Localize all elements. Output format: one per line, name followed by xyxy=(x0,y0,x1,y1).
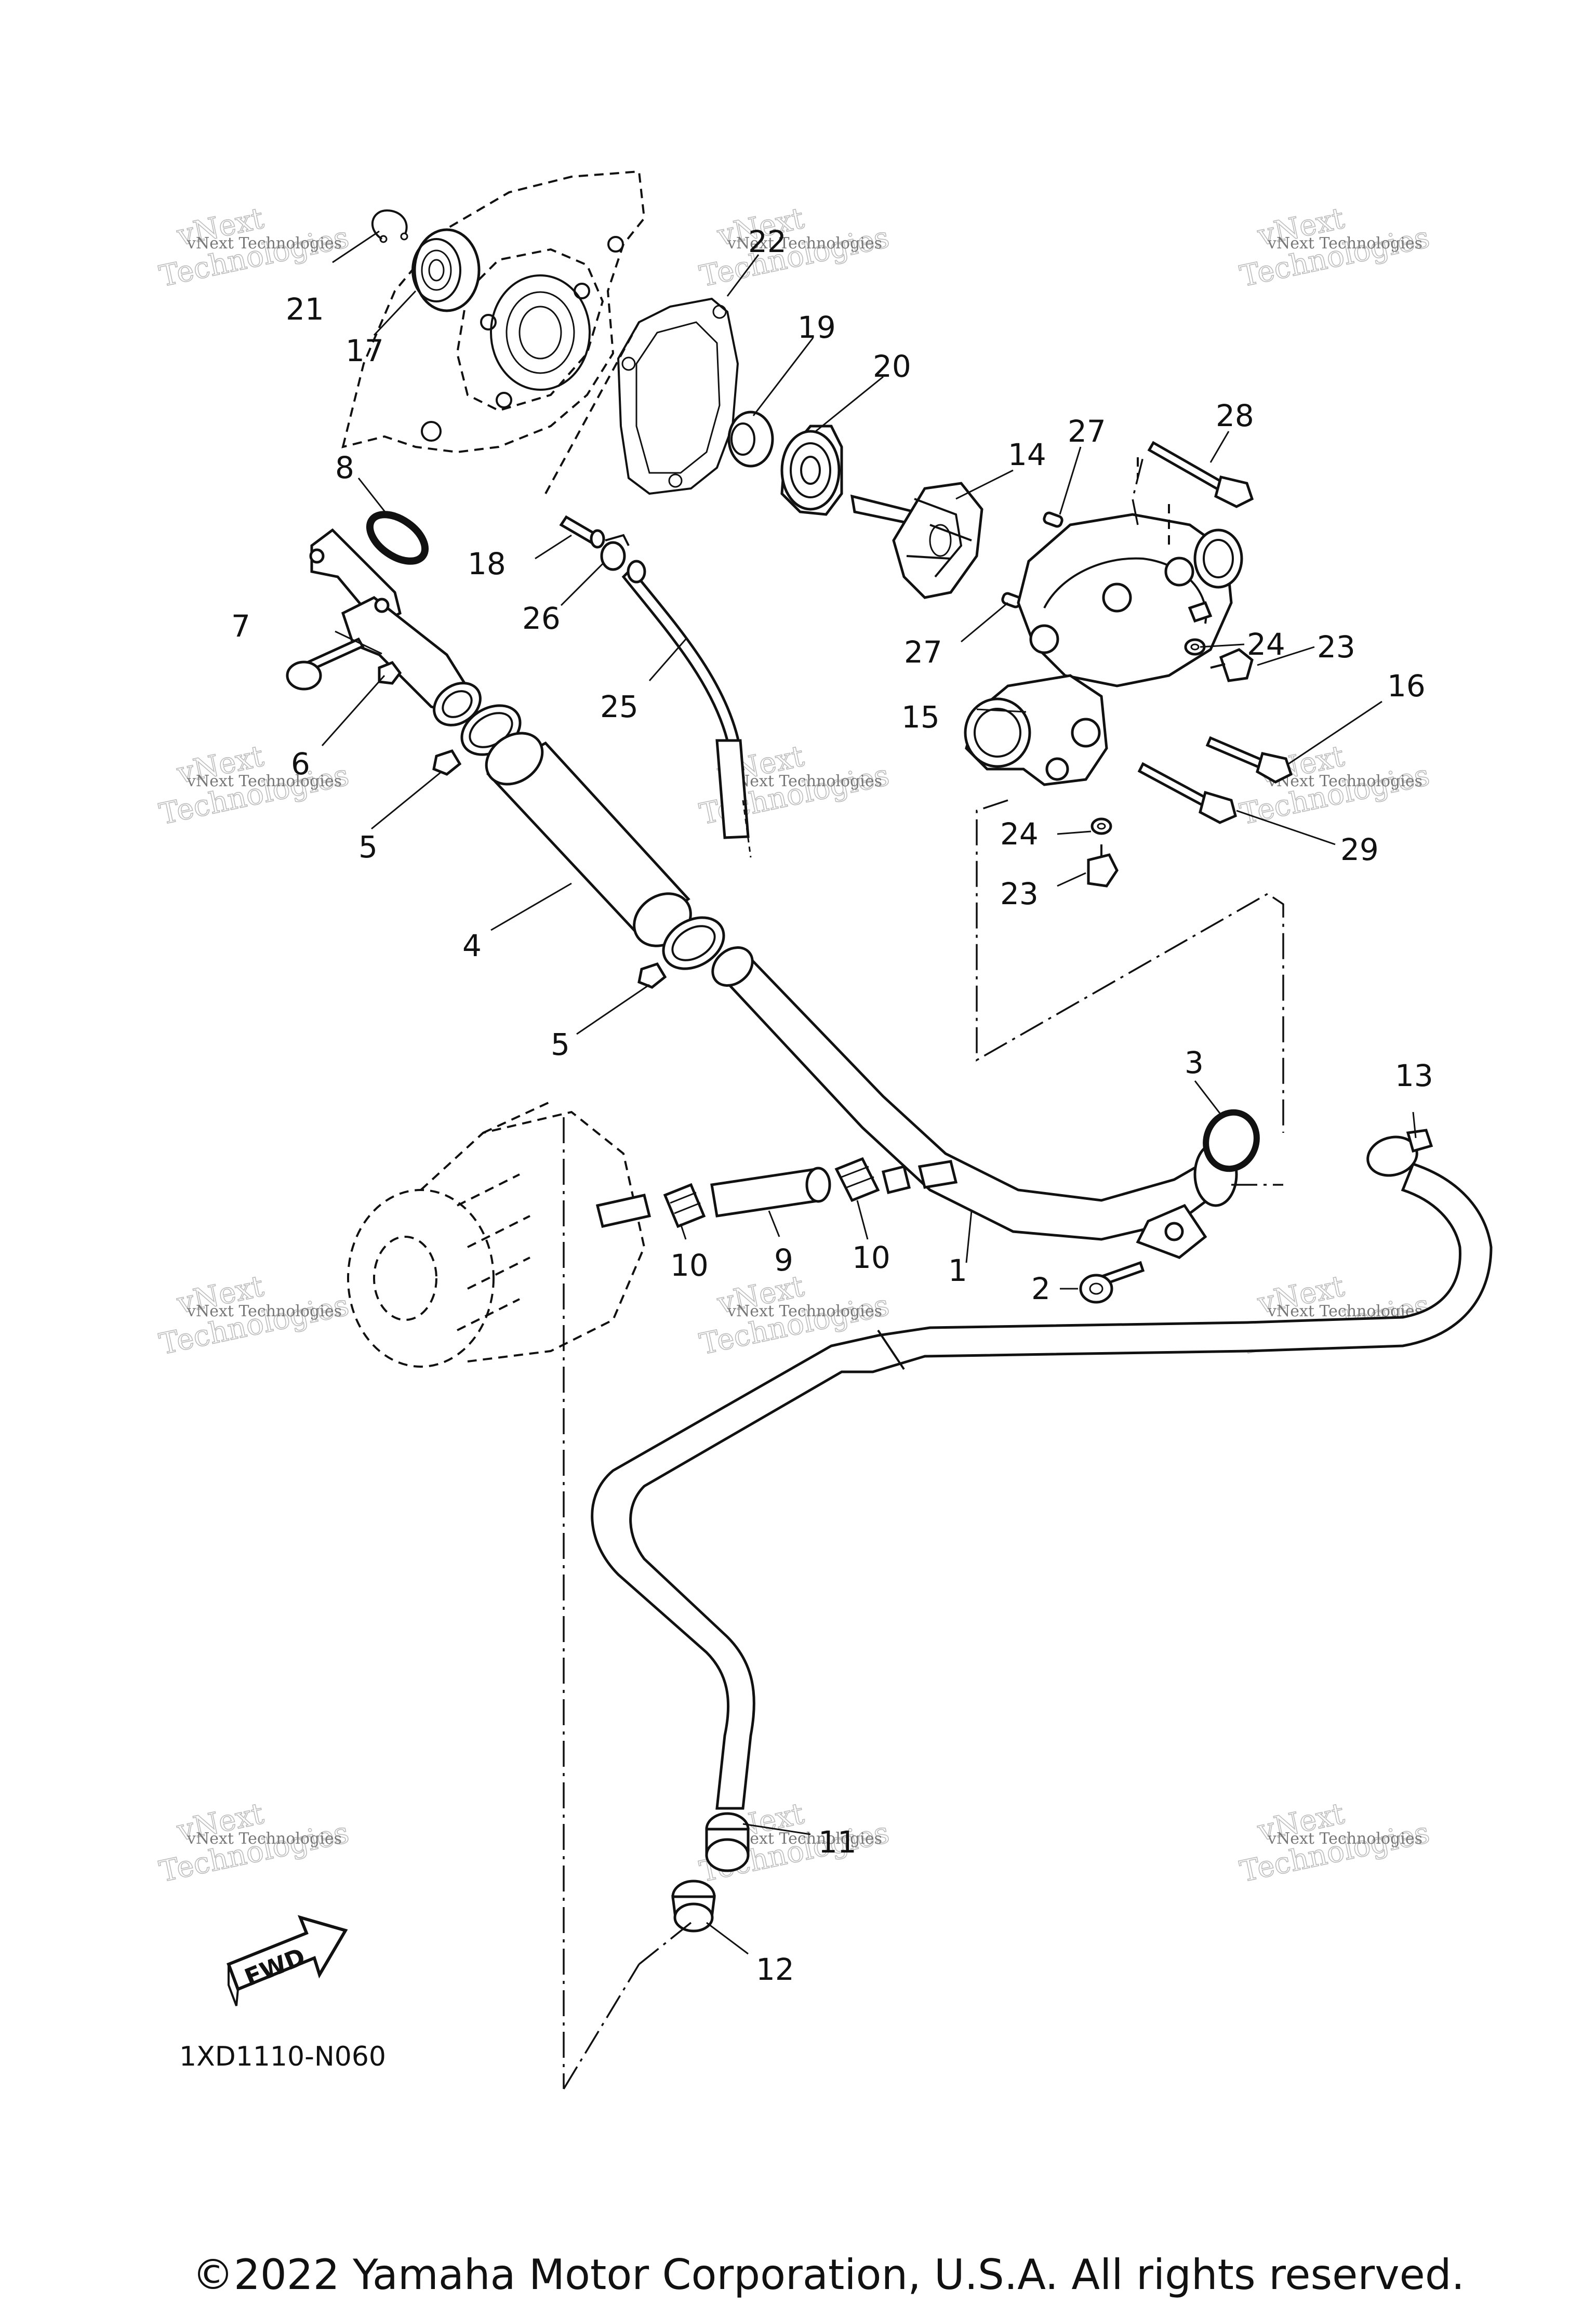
callout-21: 21 xyxy=(286,292,324,327)
breather-hose xyxy=(621,560,750,839)
mechanical-seal xyxy=(780,425,843,516)
watermark-text: vNext Technologies xyxy=(1267,1830,1422,1848)
callout-2: 2 xyxy=(1031,1271,1050,1306)
water-pipe xyxy=(711,946,1238,1259)
callout-14: 14 xyxy=(1008,437,1046,472)
callout-25: 25 xyxy=(600,689,639,724)
hose-connector xyxy=(671,1880,716,1933)
watermark-text: vNext Technologies xyxy=(727,234,882,253)
short-hose xyxy=(710,1167,831,1218)
o-ring xyxy=(366,511,429,565)
callout-6: 6 xyxy=(291,746,310,782)
dowel-pin xyxy=(1001,511,1063,608)
callout-11: 11 xyxy=(818,1824,857,1860)
pump-outlet-elbow xyxy=(964,674,1108,786)
callout-27: 27 xyxy=(1068,414,1106,449)
callout-13: 13 xyxy=(1395,1058,1433,1093)
callout-26: 26 xyxy=(522,601,561,636)
impeller xyxy=(850,482,983,599)
callout-17: 17 xyxy=(345,333,384,368)
water-pump-housing xyxy=(1017,513,1243,687)
watermark-text: vNext Technologies xyxy=(1267,234,1422,253)
callout-4: 4 xyxy=(462,928,482,963)
watermark-text: vNext Technologies xyxy=(187,1830,342,1848)
fwd-arrow-icon: FWD xyxy=(227,1915,348,2006)
callout-5: 5 xyxy=(551,1027,570,1062)
bolt xyxy=(1205,736,1293,784)
bolt xyxy=(286,637,365,691)
watermark-text: vNext Technologies xyxy=(727,1302,882,1320)
callout-18: 18 xyxy=(468,546,506,581)
hose-clamp xyxy=(637,916,725,989)
watermark-text: vNext Technologies xyxy=(1267,772,1422,790)
bypass-hose xyxy=(591,1162,1493,1810)
circlip xyxy=(371,209,408,243)
coolant-hose xyxy=(485,732,692,947)
o-ring xyxy=(1203,1109,1260,1172)
watermark-text: vNext Technologies xyxy=(187,772,342,790)
nut xyxy=(378,660,402,685)
hose-clamp xyxy=(834,1157,880,1202)
routing-line xyxy=(742,800,752,858)
leader-lines xyxy=(321,230,1417,1955)
hose-clamp xyxy=(600,534,630,571)
watermark-text: vNext Technologies xyxy=(727,772,882,790)
leader-line xyxy=(544,322,640,494)
callout-20: 20 xyxy=(873,349,911,384)
watermark-text: vNext Technologies xyxy=(187,1302,342,1320)
center-lines xyxy=(563,457,1284,2089)
callout-10: 10 xyxy=(670,1248,709,1283)
watermark-text: vNext Technologies xyxy=(187,234,342,253)
hose-connector xyxy=(881,1160,958,1195)
drain-pipe xyxy=(559,515,605,549)
callout-22: 22 xyxy=(748,224,787,259)
flange-bolt xyxy=(1087,844,1119,888)
callout-16: 16 xyxy=(1387,668,1426,704)
crankcase-cover-outline xyxy=(341,170,646,454)
callout-7: 7 xyxy=(231,608,250,644)
callout-1: 1 xyxy=(948,1253,967,1288)
callout-27: 27 xyxy=(904,634,942,670)
callout-8: 8 xyxy=(335,450,354,485)
callout-3: 3 xyxy=(1185,1045,1204,1080)
diagram-code: 1XD1110-N060 xyxy=(179,2041,386,2072)
watermark-text: vNext Technologies xyxy=(727,1830,882,1848)
bolt xyxy=(1137,762,1237,824)
callouts: 22 21 17 19 20 28 27 14 8 18 26 24 23 7 … xyxy=(231,224,1433,1987)
hose-clamp xyxy=(663,1183,706,1228)
callout-24: 24 xyxy=(1000,816,1039,852)
callout-5: 5 xyxy=(358,829,378,865)
bearing xyxy=(411,228,481,312)
callout-10: 10 xyxy=(852,1240,890,1275)
callout-28: 28 xyxy=(1216,398,1254,433)
hose-joint xyxy=(705,1812,750,1872)
hose-clamp xyxy=(1366,1129,1433,1177)
callout-12: 12 xyxy=(756,1952,794,1987)
callout-15: 15 xyxy=(901,699,940,735)
washer xyxy=(1090,817,1112,835)
copyright-notice: ©2022 Yamaha Motor Corporation, U.S.A. A… xyxy=(192,2251,1465,2299)
water-inlet-fitting xyxy=(309,528,482,726)
oil-seal xyxy=(727,411,774,468)
callout-23: 23 xyxy=(1000,876,1039,911)
flange-bolt xyxy=(1210,648,1254,682)
callout-29: 29 xyxy=(1340,832,1379,867)
callout-19: 19 xyxy=(797,310,836,345)
oil-filter-outline xyxy=(347,1101,651,1368)
bolt xyxy=(1147,441,1254,508)
callout-9: 9 xyxy=(774,1242,793,1278)
bolt xyxy=(1079,1261,1145,1304)
callout-24: 24 xyxy=(1247,627,1285,662)
callout-23: 23 xyxy=(1317,629,1355,665)
